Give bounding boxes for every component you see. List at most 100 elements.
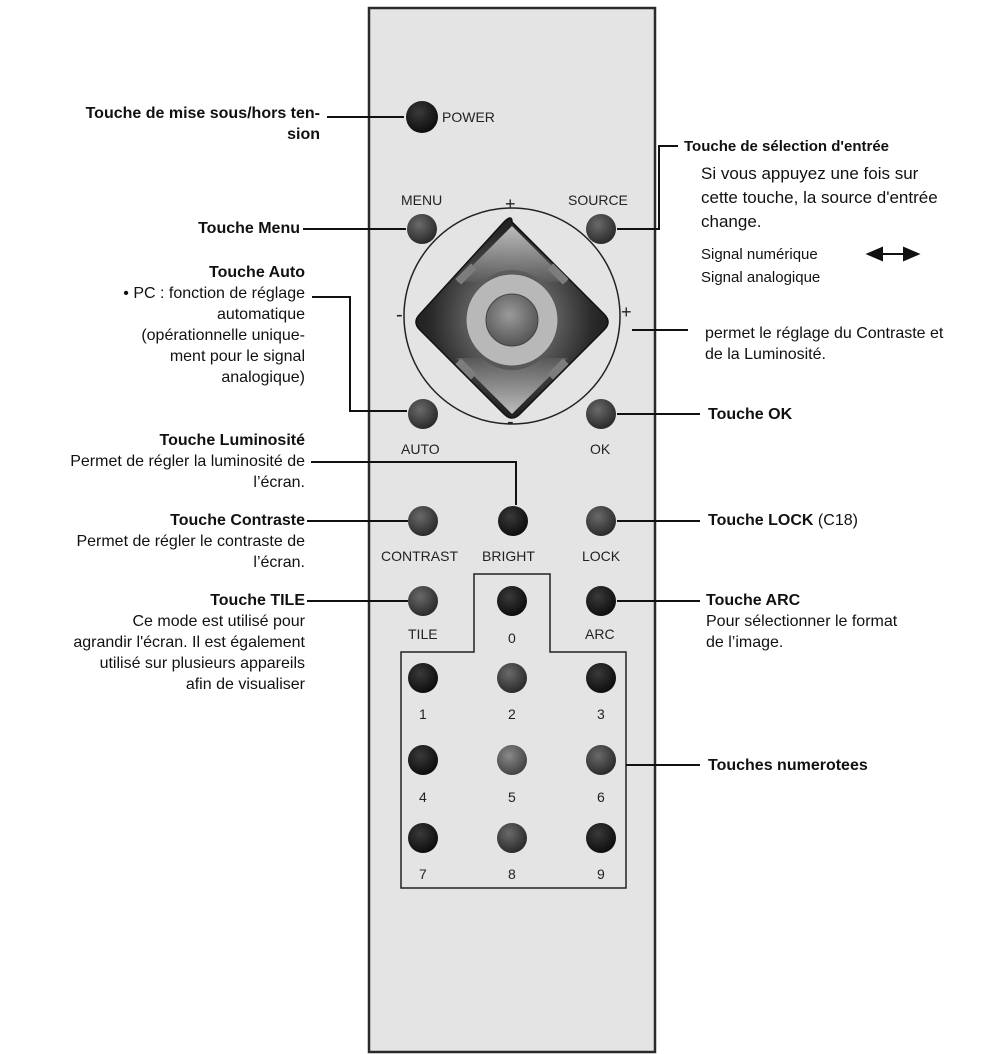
digit-2-button[interactable] xyxy=(497,663,527,693)
dpad-down-wedge[interactable] xyxy=(456,358,568,414)
plusminus-annotation-line1: permet le réglage du Contraste et xyxy=(705,325,944,342)
digit-2-label: 2 xyxy=(508,706,516,722)
menu-annotation: Touche Menu xyxy=(40,218,300,239)
contrast-annotation-line2: l’écran. xyxy=(253,554,305,571)
tile-annotation-line3: utilisé sur plusieurs appareils xyxy=(99,655,305,672)
tile-annotation-title: Touche TILE xyxy=(210,592,305,609)
digit-5-button[interactable] xyxy=(497,745,527,775)
source-button[interactable] xyxy=(586,214,616,244)
source-annotation-line4: Signal numérique xyxy=(701,246,818,263)
double-arrow-icon xyxy=(865,246,921,262)
power-annotation-title2: sion xyxy=(287,126,320,143)
bright-label: BRIGHT xyxy=(482,548,535,564)
source-annotation-body: Si vous appuyez une fois sur cette touch… xyxy=(701,162,1001,234)
tile-label: TILE xyxy=(408,626,438,642)
auto-annotation: Touche Auto • PC : fonction de réglage a… xyxy=(10,262,305,388)
digit-4-button[interactable] xyxy=(408,745,438,775)
source-annotation-line3: change. xyxy=(701,212,762,231)
auto-label: AUTO xyxy=(401,441,440,457)
contrast-label: CONTRAST xyxy=(381,548,458,564)
power-button[interactable] xyxy=(406,101,438,133)
digit-7-button[interactable] xyxy=(408,823,438,853)
power-annotation-title: Touche de mise sous/hors ten- xyxy=(85,105,320,122)
lock-annotation: Touche LOCK (C18) xyxy=(708,510,988,531)
leader-lines xyxy=(303,116,700,766)
source-annotation-title: Touche de sélection d'entrée xyxy=(684,138,890,155)
leader-brightness xyxy=(311,461,517,505)
digit-0-button[interactable] xyxy=(497,586,527,616)
ok-annotation-title: Touche OK xyxy=(708,406,793,423)
digit-6-label: 6 xyxy=(597,789,605,805)
lock-button[interactable] xyxy=(586,506,616,536)
brightness-annotation-line2: l’écran. xyxy=(253,474,305,491)
arc-annotation-title: Touche ARC xyxy=(706,592,801,609)
dpad-nub-tr xyxy=(547,263,569,285)
digit-7-label: 7 xyxy=(419,866,427,882)
source-label: SOURCE xyxy=(568,192,628,208)
tile-annotation-line2: agrandir l'écran. Il est également xyxy=(73,634,305,651)
contrast-annotation: Touche Contraste Permet de régler le con… xyxy=(10,510,305,573)
lock-annotation-suffix: (C18) xyxy=(813,512,858,529)
auto-annotation-line2: automatique xyxy=(216,306,305,323)
numbers-annotation: Touches numerotees xyxy=(708,755,968,776)
menu-label: MENU xyxy=(401,192,442,208)
tile-button[interactable] xyxy=(408,586,438,616)
digit-4-label: 4 xyxy=(419,789,427,805)
auto-annotation-line1: • PC : fonction de réglage xyxy=(123,285,305,302)
numpad-frame xyxy=(400,573,627,889)
source-annotation-line5: Signal analogique xyxy=(701,269,821,286)
auto-button[interactable] xyxy=(408,399,438,429)
arc-button[interactable] xyxy=(586,586,616,616)
ok-label: OK xyxy=(590,441,611,457)
contrast-button[interactable] xyxy=(408,506,438,536)
dpad-nub-br xyxy=(547,358,569,380)
tile-annotation: Touche TILE Ce mode est utilisé pour agr… xyxy=(10,590,305,695)
plusminus-annotation: permet le réglage du Contraste et de la … xyxy=(705,323,1005,365)
arc-annotation-line1: Pour sélectionner le format xyxy=(706,613,898,630)
source-annotation-line1: Si vous appuyez une fois sur xyxy=(701,164,919,183)
contrast-annotation-line1: Permet de régler le contraste de xyxy=(76,533,305,550)
minus-bottom-label: - xyxy=(507,411,514,433)
power-annotation: Touche de mise sous/hors ten- sion xyxy=(40,103,320,145)
arc-annotation: Touche ARC Pour sélectionner le format d… xyxy=(706,590,986,653)
digit-3-button[interactable] xyxy=(586,663,616,693)
lock-label: LOCK xyxy=(582,548,621,564)
auto-annotation-line4: ment pour le signal xyxy=(169,348,305,365)
minus-left-label: - xyxy=(396,304,403,326)
source-annotation: Touche de sélection d'entrée xyxy=(684,136,999,157)
dpad-center-button[interactable] xyxy=(485,293,539,347)
auto-annotation-line5: analogique) xyxy=(221,369,305,386)
arc-label: ARC xyxy=(585,626,615,642)
dpad-nub-bl xyxy=(455,358,477,380)
digit-1-label: 1 xyxy=(419,706,427,722)
tile-annotation-line4: afin de visualiser xyxy=(185,676,305,693)
digit-1-button[interactable] xyxy=(408,663,438,693)
ok-button[interactable] xyxy=(586,399,616,429)
dpad-ring xyxy=(403,207,621,425)
leader-source xyxy=(617,145,678,230)
auto-annotation-title: Touche Auto xyxy=(209,264,305,281)
dpad-up-wedge[interactable] xyxy=(456,226,568,282)
digit-9-button[interactable] xyxy=(586,823,616,853)
lock-annotation-title: Touche LOCK xyxy=(708,512,814,529)
digit-3-label: 3 xyxy=(597,706,605,722)
plusminus-annotation-line2: de la Luminosité. xyxy=(705,346,826,363)
digit-9-label: 9 xyxy=(597,866,605,882)
bright-button[interactable] xyxy=(498,506,528,536)
digit-6-button[interactable] xyxy=(586,745,616,775)
digit-8-label: 8 xyxy=(508,866,516,882)
arc-annotation-line2: de l’image. xyxy=(706,634,784,651)
contrast-annotation-title: Touche Contraste xyxy=(170,512,305,529)
ok-annotation: Touche OK xyxy=(708,404,908,425)
auto-annotation-line3: (opérationnelle unique- xyxy=(141,327,305,344)
brightness-annotation: Touche Luminosité Permet de régler la lu… xyxy=(2,430,305,493)
plus-top-label: + xyxy=(505,194,516,214)
plus-right-label: + xyxy=(621,302,632,322)
digit-8-button[interactable] xyxy=(497,823,527,853)
menu-button[interactable] xyxy=(407,214,437,244)
leader-auto xyxy=(312,296,407,412)
brightness-annotation-title: Touche Luminosité xyxy=(159,432,305,449)
source-annotation-line2: cette touche, la source d'entrée xyxy=(701,188,938,207)
tile-annotation-line1: Ce mode est utilisé pour xyxy=(132,613,305,630)
